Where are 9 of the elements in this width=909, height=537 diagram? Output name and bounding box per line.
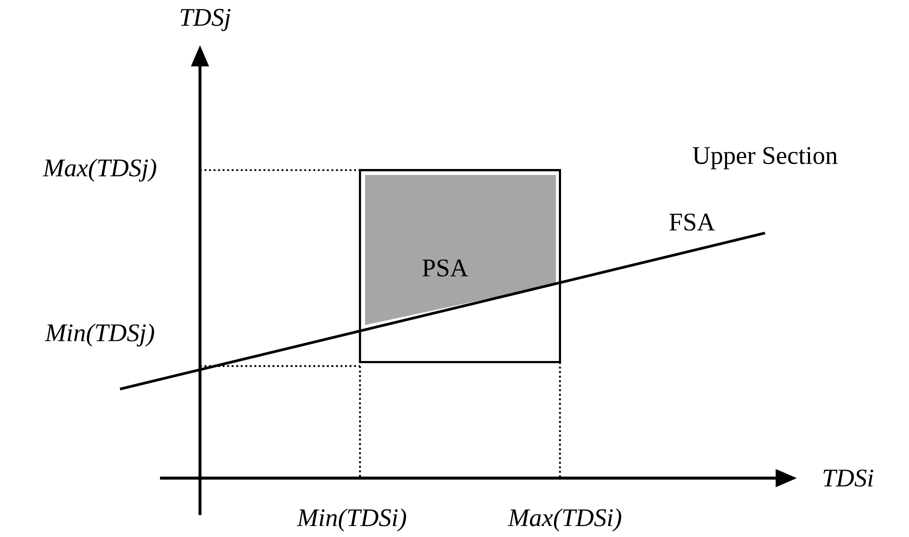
axis-label: Min(TDSi) [296, 508, 406, 532]
axis-label: Max(TDSj) [42, 158, 156, 182]
axis-label: Max(TDSi) [508, 508, 622, 532]
axis-label: TDSj [180, 8, 230, 32]
axis-label: FSA [669, 214, 715, 231]
axis-label: Min(TDSj) [44, 324, 154, 347]
axis-label: TDSi [824, 470, 874, 487]
axis-label: Upper Section [692, 147, 838, 170]
shaded-region: PSA [365, 175, 556, 326]
